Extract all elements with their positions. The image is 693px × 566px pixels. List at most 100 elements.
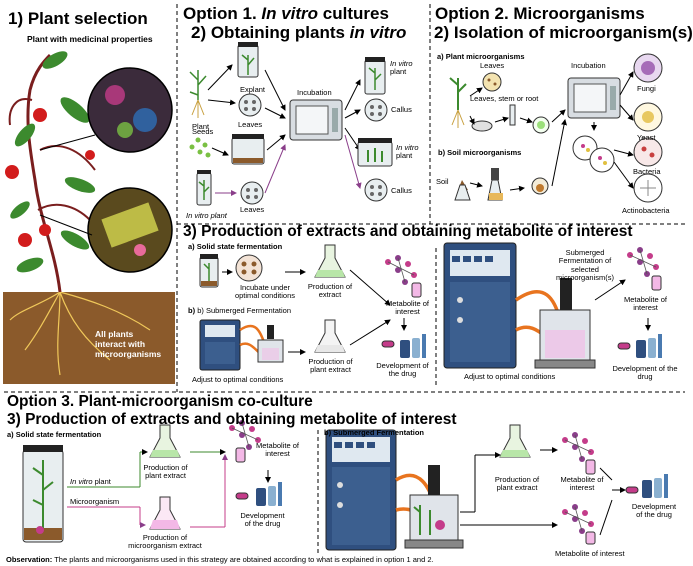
option3-b-label: b) Submerged Fermentation (324, 428, 425, 437)
option2-a-label: a) Plant microorganisms (437, 52, 525, 61)
option3-subtitle: 3) Production of extracts and obtaining … (7, 411, 457, 428)
label-development-right: Development of the drug (605, 364, 685, 382)
label-leaves-stem-root: Leaves, stem or root (470, 94, 539, 103)
label-development-left-1: Development of (376, 361, 429, 370)
label-production-plant-extract-1: Production of (308, 357, 353, 366)
label-production-extract-1: Production of (307, 282, 353, 291)
label-option3-production-micro-2: microorganism extract (128, 541, 202, 551)
label-option3-development: Development of the drug (230, 511, 295, 529)
label-development-right-2: drug (637, 372, 653, 382)
label-metabolite-left-1: Metabolite of (386, 299, 429, 308)
label-plant: Plant (192, 122, 210, 131)
label-soil: Soil (436, 177, 449, 186)
section1-note-line1: All plants (95, 329, 134, 339)
leaf-magnified-circle (87, 67, 173, 153)
label-bacteria: Bacteria (633, 167, 661, 176)
label-callus-bottom: Callus (391, 186, 412, 195)
label-fungi: Fungi (637, 84, 656, 93)
label-invitro-plant-mid: In vitro plant (396, 143, 419, 161)
label-actinobacteria: Actinobacteria (622, 206, 670, 215)
label-option3b-metabolite-bottom: Metabolite of interest (555, 549, 625, 558)
label-option3-development-1: Development (240, 511, 285, 520)
label-option3-production-plant: Production of plant extract (138, 463, 193, 481)
label-explant: Explant (240, 85, 266, 94)
option3-title: Option 3. Plant-microorganism co-culture (7, 393, 313, 410)
section1-note-line3: microorganisms (95, 348, 162, 359)
option1-title-italic: In vitro (261, 4, 319, 23)
label-callus-top: Callus (391, 105, 412, 114)
molecule-option3b-bottom (562, 504, 596, 545)
label-invitro-plant-top-2: plant (390, 67, 407, 77)
label-option3-development-2: of the drug (244, 519, 281, 529)
label-option3b-development-2: of the drug (636, 510, 672, 520)
label-option3b-production-2: plant extract (496, 483, 538, 493)
label-submerged-selected: Submerged Fermentation of selected micro… (545, 248, 625, 282)
option3-graphics (22, 420, 668, 551)
label-incubate-optimal-2: optimal conditions (234, 291, 296, 301)
label-incubate-optimal-1: Incubate under (239, 283, 291, 292)
option3-a-label: a) Solid state fermentation (7, 430, 102, 439)
roots (9, 291, 151, 376)
label-invitro-plant-top-1: In vitro (390, 59, 413, 68)
label-submerged-selected-3: microorganism(s) (556, 272, 614, 282)
label-option3b-metabolite: Metabolite of interest (553, 475, 611, 493)
label-metabolite-left-2: interest (395, 307, 420, 317)
label-leaves-top: Leaves (238, 120, 263, 129)
label-option3-invitro-suffix: plant (92, 477, 111, 486)
label-submerged-selected-2: selected (571, 264, 599, 274)
label-option3-invitro-italic: In vitro (70, 477, 93, 486)
pill-icon (381, 340, 395, 348)
molecule-option3a (229, 420, 261, 463)
label-metabolite-right-1: Metabolite of (624, 295, 667, 304)
label-production-plant-extract-2: plant extract (310, 365, 351, 375)
section1-subtitle: Plant with medicinal properties (27, 34, 153, 44)
label-development-left: Development of the drug (370, 361, 435, 379)
molecule-right (627, 247, 662, 291)
option2-graphics (449, 53, 663, 203)
label-metabolite-left: Metabolite of interest (380, 299, 435, 317)
label-submerged-selected-1: Submerged Fermentation of (558, 248, 612, 266)
stem (26, 53, 62, 293)
section3-title: 3) Production of extracts and obtaining … (183, 223, 633, 240)
option1-subtitle-prefix: 2) Obtaining plants (191, 23, 350, 42)
label-option3-production-plant-2: plant extract (145, 471, 186, 481)
label-option3-metabolite-2: interest (265, 449, 290, 459)
label-metabolite-right: Metabolite of interest (618, 295, 673, 313)
label-invitro-plant-mid-1: In vitro (396, 143, 419, 152)
molecule-left (385, 255, 422, 298)
option1-title-prefix: Option 1. (183, 4, 262, 23)
section1-title: 1) Plant selection (8, 9, 148, 28)
label-option3b-production: Production of plant extract (488, 475, 546, 493)
label-development-right-1: Development of the (612, 364, 678, 373)
label-production-plant-extract: Production of plant extract (303, 357, 358, 375)
label-metabolite-right-2: interest (633, 303, 658, 313)
label-option3-production-plant-1: Production of (143, 463, 188, 472)
molecule-option3b-top (562, 432, 596, 475)
label-option3-metabolite-1: Metabolite of (256, 441, 299, 450)
section1-note-line2: interact with (95, 338, 146, 349)
option1-subtitle: 2) Obtaining plants in vitro (191, 23, 406, 43)
label-option3-production-micro-1: Production of (142, 533, 188, 542)
label-option3-microorganism: Microorganism (70, 497, 120, 506)
option1-graphics (189, 42, 393, 206)
option1-title: Option 1. In vitro cultures (183, 4, 389, 24)
label-development-left-2: the drug (388, 369, 417, 379)
option1-title-suffix: cultures (318, 4, 389, 23)
label-leaves-bottom: Leaves (240, 205, 265, 214)
label-option3b-development-1: Development (631, 502, 677, 511)
section1-note: All plants interact with microorganisms (95, 329, 162, 359)
label-incubation-option2: Incubation (571, 61, 606, 70)
label-invitro-plant-mid-2: plant (396, 151, 413, 161)
label-adjust-right: Adjust to optimal conditions (464, 372, 556, 381)
plant-illustration (3, 51, 175, 384)
label-option3b-production-1: Production of (494, 475, 540, 484)
label-option3b-metabolite-2: interest (569, 483, 595, 493)
label-option3b-development: Development of the drug (624, 502, 684, 520)
label-invitro-plant-top: In vitro plant (390, 59, 413, 77)
label-option3-metabolite: Metabolite of interest (250, 441, 305, 459)
option2-b-label: b) Soil microorganisms (438, 148, 522, 157)
label-adjust-left: Adjust to optimal conditions (192, 375, 284, 384)
label-yeast: Yeast (637, 133, 656, 142)
observation-note: Observation: The plants and microorganis… (6, 555, 434, 564)
